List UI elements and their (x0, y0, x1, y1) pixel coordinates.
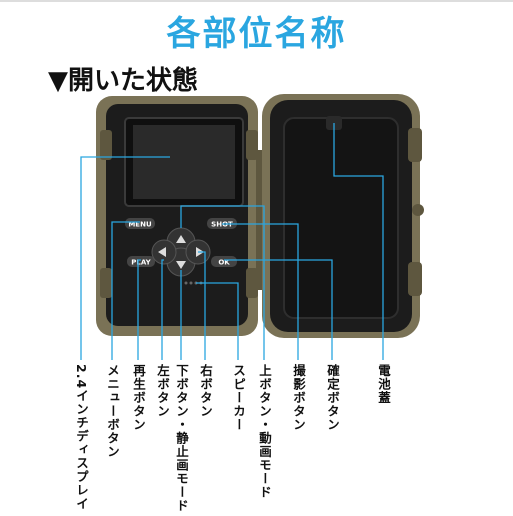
callout-line-up (180, 205, 265, 360)
callout-label-speaker: スピーカー (231, 364, 246, 432)
section-heading: ▼開いた状態 (48, 66, 198, 96)
callout-lines (80, 123, 384, 360)
svg-text:PLAY: PLAY (131, 259, 151, 267)
display-screen (124, 117, 244, 207)
callout-label-right-button: 右ボタン (198, 364, 213, 418)
callout-line-menu (111, 221, 140, 360)
callout-line-speaker (196, 282, 239, 360)
ok-button[interactable]: OK (211, 256, 237, 267)
callout-label-menu-button: メニューボタン (105, 364, 120, 459)
page-title: 各部位名称 (166, 14, 347, 54)
top-divider (0, 0, 513, 2)
callout-line-right (198, 251, 206, 360)
callout-line-play (137, 259, 141, 360)
d-pad (151, 227, 211, 277)
svg-text:OK: OK (218, 259, 230, 267)
callout-label-up-button: 上ボタン・動画モード (257, 364, 272, 499)
callout-label-ok-button: 確定ボタン (325, 364, 340, 432)
down-arrow-icon (176, 261, 186, 269)
up-arrow-icon (176, 235, 186, 243)
speaker-grille (184, 281, 203, 285)
callout-line-ok (224, 259, 333, 360)
callout-label-display: 2.4インチディスプレイ (74, 364, 89, 511)
callout-line-left (161, 259, 164, 360)
callout-line-display (80, 156, 170, 360)
svg-text:MENU: MENU (128, 221, 152, 229)
camera-right-body (262, 94, 424, 338)
callout-label-left-button: 左ボタン (155, 364, 170, 418)
menu-button[interactable]: MENU (125, 218, 155, 229)
callout-line-shot (222, 223, 299, 360)
play-button[interactable]: PLAY (127, 256, 155, 267)
hinge (256, 150, 266, 290)
callout-label-shot-button: 撮影ボタン (291, 364, 306, 432)
left-arrow-icon (158, 247, 166, 257)
callout-label-down-button: 下ボタン・静止画モード (174, 364, 189, 513)
callout-label-battery-cover: 電池蓋 (376, 364, 391, 405)
callout-line-battery (333, 123, 384, 360)
callout-label-play-button: 再生ボタン (131, 364, 146, 432)
